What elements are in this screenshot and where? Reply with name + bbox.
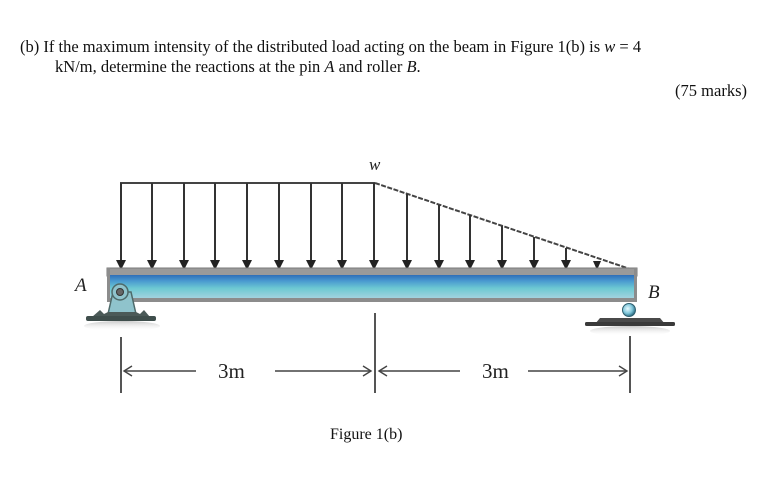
triangular-load-top-line <box>374 182 637 272</box>
triangular-load-arrows <box>402 194 601 270</box>
question-text-2: kN/m, determine the reactions at the pin <box>55 57 325 76</box>
variable-b: B <box>406 57 417 76</box>
variable-w: w <box>604 37 616 56</box>
question-line-2: kN/m, determine the reactions at the pin… <box>55 57 421 76</box>
question-period: . <box>416 57 421 76</box>
dimension-left-label: 3m <box>218 359 245 383</box>
load-intensity-label: w <box>369 155 381 174</box>
dimension-lines <box>120 313 631 393</box>
question-line-1: (b) If the maximum intensity of the dist… <box>20 37 641 56</box>
pin-support-a <box>84 283 160 331</box>
figure-caption: Figure 1(b) <box>330 426 403 443</box>
support-a-label: A <box>73 275 87 296</box>
part-label: (b) <box>20 37 40 56</box>
question-value: = 4 <box>615 37 642 56</box>
variable-a: A <box>324 57 335 76</box>
dimension-arrows <box>122 365 629 377</box>
uniform-load-arrows <box>116 183 379 270</box>
marks-label: (75 marks) <box>675 81 747 100</box>
distributed-load <box>120 182 637 272</box>
dimension-right-label: 3m <box>482 359 509 383</box>
roller-support-b <box>585 303 675 336</box>
load-arrow-icon <box>593 261 601 270</box>
question-text-1: If the maximum intensity of the distribu… <box>43 37 605 56</box>
question-text-3: and roller <box>334 57 407 76</box>
beam <box>106 267 638 302</box>
support-b-label: B <box>648 282 660 303</box>
